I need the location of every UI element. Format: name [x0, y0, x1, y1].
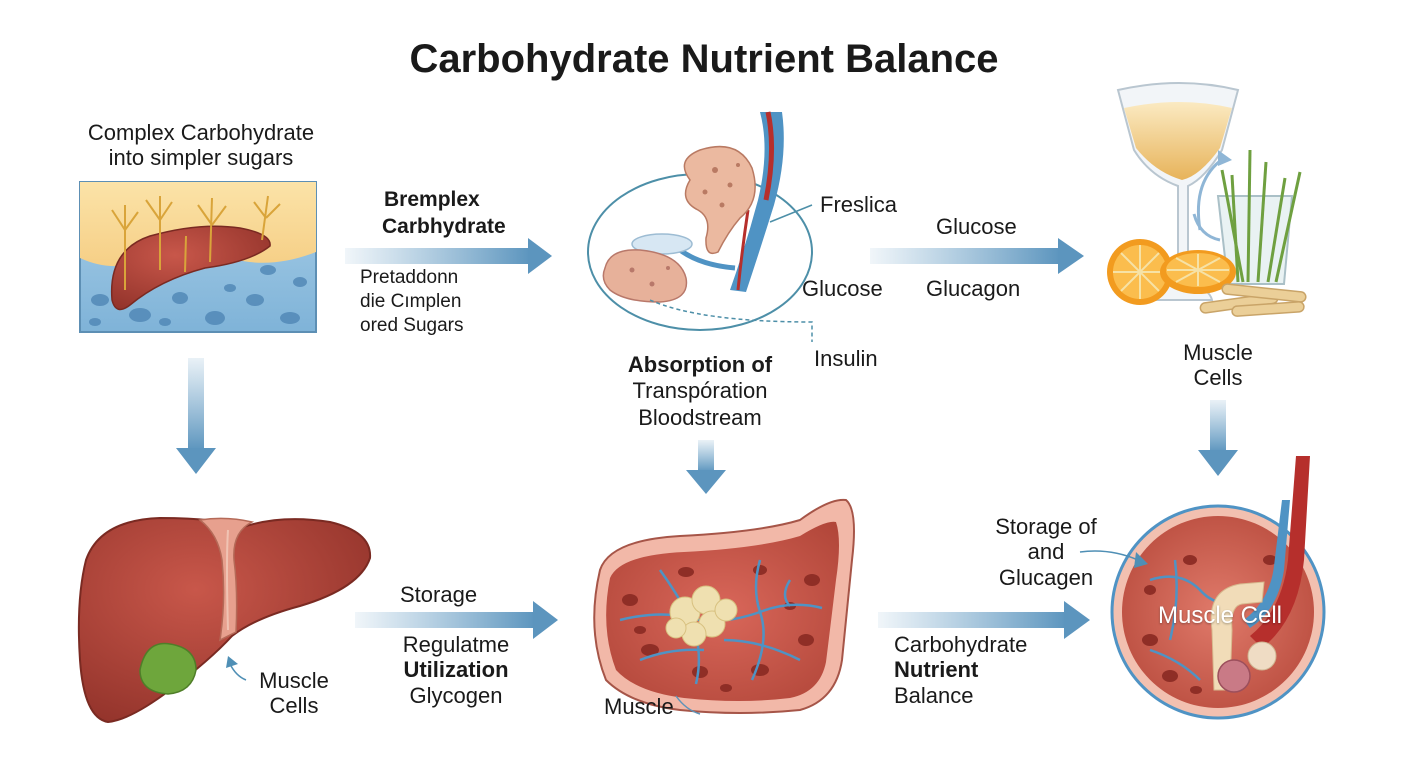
muscle-tissue-icon [593, 498, 855, 715]
label-carbohydrate-balance: Carbohydrate Nutrient Balance [894, 632, 1028, 708]
label-muscle-cell: Muscle Cell [1157, 602, 1283, 629]
label-freslica: Freslica [820, 192, 898, 217]
label-storage-of: Storage of and Glucagen [995, 514, 1097, 590]
arrow-down-3 [1198, 400, 1238, 476]
food-drink-icon [1107, 82, 1307, 317]
arrow-right-1 [345, 238, 552, 274]
label-insulin: Insulin [814, 346, 878, 371]
label-storage: Storage [400, 582, 478, 607]
label-glucose-mid: Glucose [802, 276, 883, 301]
label-complex-carbohydrate: Complex Carbohydrate into simpler sugars [87, 120, 315, 171]
label-glucagon-top: Glucagon [926, 276, 1021, 301]
label-regulatme: Regulatme Utilization Glycogen [402, 632, 510, 708]
liver-icon [77, 516, 372, 724]
label-glucose-top: Glucose [936, 214, 1017, 239]
arrow-right-2 [870, 238, 1084, 274]
label-muscle-cells-liver: Muscle Cells [259, 668, 329, 719]
liver-tissue-icon [79, 181, 317, 333]
diagram-title: Carbohydrate Nutrient Balance [409, 37, 999, 81]
arrow-down-1 [176, 358, 216, 474]
label-absorption: Absorption of Transpóration Bloodstream [627, 352, 773, 430]
label-muscle-cells-top: Muscle Cells [1183, 340, 1253, 391]
muscle-cell-icon [1079, 456, 1326, 720]
digestive-organs-icon [587, 111, 813, 342]
label-muscle: Muscle [604, 694, 674, 719]
arrow-right-3 [355, 601, 558, 639]
arrow-down-2 [686, 440, 726, 494]
label-pretaddonn: Pretaddonn die Cımplen ored Sugars [360, 267, 464, 336]
label-bremplex: Bremplex Carbhydrate [382, 188, 506, 239]
arrow-right-4 [878, 601, 1090, 639]
